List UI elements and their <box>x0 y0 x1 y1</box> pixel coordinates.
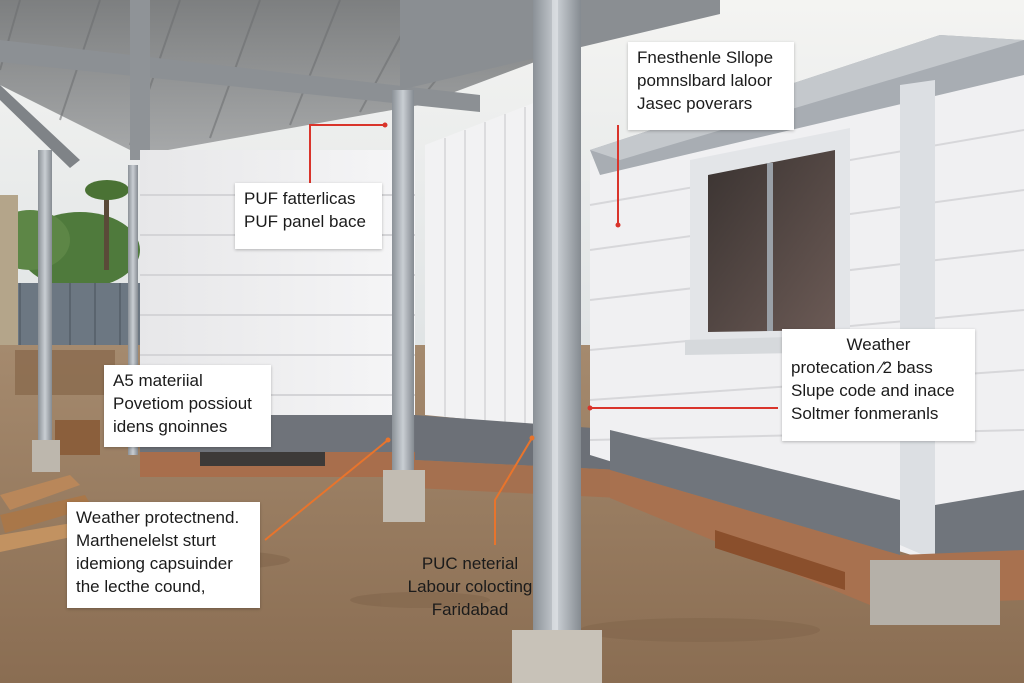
roof-beam <box>0 85 80 168</box>
steel-column <box>38 150 52 445</box>
palm-crown <box>85 180 129 200</box>
floor-vent <box>200 452 325 466</box>
steel-column <box>392 90 414 475</box>
callout-weather-protection-right: Weather protecation ⁄2 bass Slupe code a… <box>782 329 975 441</box>
leader-line-puc <box>494 437 533 545</box>
callout-text: A5 materiial <box>113 371 203 390</box>
corner-trim <box>900 80 935 560</box>
callout-text: Weather protectnend. <box>76 508 240 527</box>
shed <box>0 195 18 355</box>
callout-text: Soltmer fonmeranls <box>791 403 939 423</box>
timber-beam <box>715 530 845 590</box>
callout-text: idemiong capsuinder <box>76 553 233 573</box>
leader-line-puf-panel <box>309 124 385 190</box>
callout-text: Fnesthenle Sllope <box>637 48 774 67</box>
right-plinth <box>610 430 900 555</box>
corner-block <box>870 560 1000 625</box>
callout-roof-slope: Fnesthenle Sllope pomnslbard laloor Jase… <box>628 42 794 130</box>
leader-lines <box>264 124 778 545</box>
column-footing <box>32 440 60 472</box>
palm-trunk <box>104 190 109 270</box>
callout-text: Labour colocting <box>407 576 533 596</box>
callout-puc-material: PUC neterial Labour colocting Faridabad <box>397 548 543 628</box>
callout-text: Slupe code and inace <box>791 380 955 400</box>
roof-beam <box>130 0 150 160</box>
callout-a5-material: A5 materiial Povetiom possiout idens gno… <box>104 365 271 447</box>
callout-puf-panel: PUF fatterlicas PUF panel bace <box>235 183 382 249</box>
callout-text: PUC neterial <box>421 554 519 573</box>
callout-text: Povetiom possiout <box>113 393 252 413</box>
callout-text: Jasec poverars <box>637 93 753 113</box>
leader-line-weather-left <box>264 439 389 541</box>
callout-weather-protection-left: Weather protectnend. Marthenelelst sturt… <box>67 502 260 608</box>
column-footing <box>383 470 425 522</box>
steel-column <box>128 165 138 455</box>
callout-text: Faridabad <box>431 599 509 619</box>
callout-text: PUF fatterlicas <box>244 189 356 208</box>
callout-text: pomnslbard laloor <box>637 70 773 90</box>
callout-text: idens gnoinnes <box>113 416 228 436</box>
timber-pile <box>0 350 115 552</box>
callout-text: the lecthe cound, <box>76 576 206 596</box>
callout-text: protecation ⁄2 bass <box>791 357 933 377</box>
column-footing-front <box>512 630 602 683</box>
callout-text: Weather <box>846 335 911 354</box>
callout-text: Marthenelelst sturt <box>76 530 216 550</box>
roof-beam <box>0 40 480 112</box>
right-plinth-far <box>935 490 1024 565</box>
callout-text: PUF panel bace <box>244 211 366 231</box>
